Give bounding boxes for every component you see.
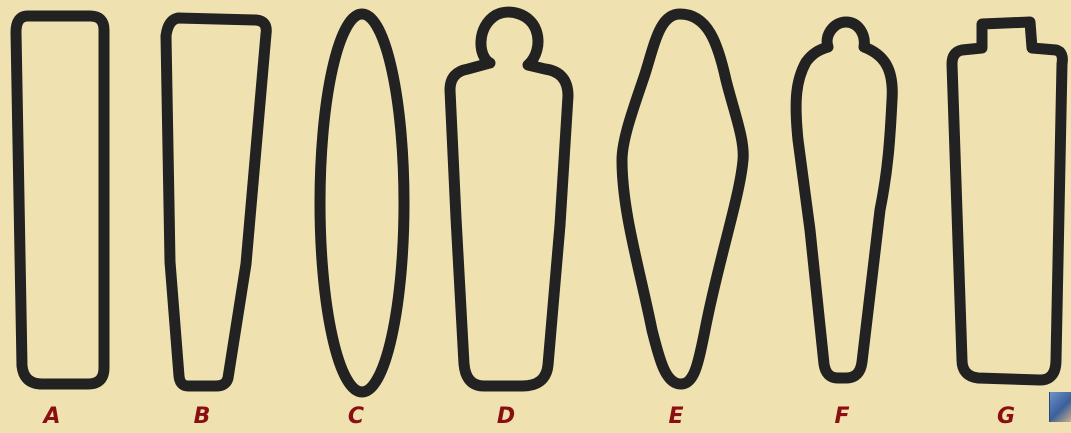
shape-c — [320, 14, 404, 392]
label-e: E — [656, 404, 696, 430]
label-d: D — [486, 404, 526, 430]
corner-thumbnail-image — [1049, 392, 1071, 422]
shape-d — [450, 12, 568, 386]
shape-e — [622, 14, 743, 384]
shape-a — [16, 16, 104, 384]
shape-g — [952, 22, 1062, 380]
label-c: C — [336, 404, 376, 430]
shape-f — [796, 22, 892, 378]
shape-b — [166, 18, 266, 386]
label-a: A — [32, 404, 72, 430]
label-g: G — [986, 404, 1026, 430]
label-f: F — [822, 404, 862, 430]
label-b: B — [182, 404, 222, 430]
